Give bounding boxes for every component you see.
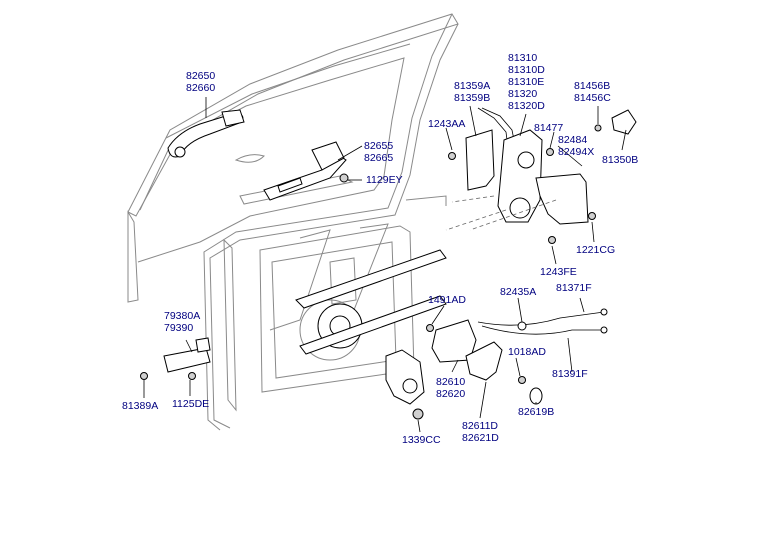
bolt-1243fe (548, 236, 556, 244)
part-number: 81310D (508, 64, 545, 76)
outside-handle-part (167, 109, 245, 158)
part-number: 82665 (364, 152, 394, 164)
part-number: 1125DE (172, 398, 210, 410)
screw-81477 (546, 148, 554, 156)
part-number: 1491AD (428, 294, 466, 306)
label-81350b[interactable]: 81350B (602, 154, 638, 166)
part-number: 81477 (534, 122, 564, 134)
bolt-81389a (140, 372, 148, 380)
leader-lines (143, 97, 627, 433)
part-number: 1243AA (428, 118, 466, 130)
label-1491ad[interactable]: 1491AD (428, 294, 466, 306)
door-check-part (163, 337, 211, 373)
label-1129ey[interactable]: 1129EY (366, 174, 403, 186)
label-81477[interactable]: 81477 (534, 122, 563, 134)
part-number: 81320 (508, 88, 538, 100)
part-number: 1129EY (366, 174, 403, 186)
screw-1491ad (426, 324, 434, 332)
label-81310[interactable]: 81310 81310D 81310E 81320 81320D (508, 52, 545, 112)
part-number: 82611D (462, 420, 499, 432)
label-82484[interactable]: 82484 82494X (558, 134, 594, 158)
part-number: 82484 (558, 134, 588, 146)
label-82611d[interactable]: 82611D 82621D (462, 420, 499, 444)
cap-82619b (529, 387, 543, 405)
part-number: 81350B (602, 154, 639, 166)
part-number: 82655 (364, 140, 394, 152)
label-1018ad[interactable]: 1018AD (508, 346, 546, 358)
part-number: 82435A (500, 286, 537, 298)
label-82655[interactable]: 82655 82665 (364, 140, 393, 164)
part-number: 82610 (436, 376, 466, 388)
label-82619b[interactable]: 82619B (518, 406, 554, 418)
part-number: 82650 (186, 70, 216, 82)
inside-handle-part (431, 319, 503, 381)
label-1243aa[interactable]: 1243AA (428, 118, 465, 130)
window-regulator-part (295, 249, 447, 355)
label-81456b[interactable]: 81456B 81456C (574, 80, 611, 104)
part-number: 81456B (574, 80, 611, 92)
screw-1129ey (339, 173, 349, 183)
part-number: 81359B (454, 92, 491, 104)
cable-81391f (481, 325, 604, 335)
part-number: 81391F (552, 368, 588, 380)
part-number: 82621D (462, 432, 499, 444)
label-81391f[interactable]: 81391F (552, 368, 588, 380)
label-82435a[interactable]: 82435A (500, 286, 536, 298)
label-82650[interactable]: 82650 82660 (186, 70, 215, 94)
part-number: 79380A (164, 310, 201, 322)
part-number: 81389A (122, 400, 159, 412)
part-number: 79390 (164, 322, 194, 334)
bolt-1125de (188, 372, 196, 380)
part-number: 82619B (518, 406, 555, 418)
part-number: 1221CG (576, 244, 616, 256)
label-1243fe[interactable]: 1243FE (540, 266, 577, 278)
label-81371f[interactable]: 81371F (556, 282, 592, 294)
cable-81371f (477, 311, 605, 326)
screw-81456b (594, 124, 602, 132)
label-79380a[interactable]: 79380A 79390 (164, 310, 200, 334)
part-number: 81456C (574, 92, 611, 104)
label-1221cg[interactable]: 1221CG (576, 244, 615, 256)
bolt-1339cc (412, 408, 424, 420)
screw-1018ad (518, 376, 526, 384)
label-1125de[interactable]: 1125DE (172, 398, 209, 410)
dashed-guides (445, 195, 557, 231)
part-number: 1339CC (402, 434, 441, 446)
striker-81350b (611, 109, 637, 135)
handle-bracket-part (263, 141, 347, 201)
door-latch-part (497, 129, 589, 225)
label-82610[interactable]: 82610 82620 (436, 376, 465, 400)
part-number: 81310E (508, 76, 545, 88)
part-number: 82660 (186, 82, 216, 94)
part-number: 82494X (558, 146, 595, 158)
part-number: 81359A (454, 80, 491, 92)
label-1339cc[interactable]: 1339CC (402, 434, 441, 446)
part-number: 82620 (436, 388, 466, 400)
bracket-81359a (465, 129, 495, 191)
part-number: 81310 (508, 52, 538, 64)
part-number: 81371F (556, 282, 592, 294)
window-motor-part (385, 349, 425, 405)
part-number: 81320D (508, 100, 545, 112)
bolt-1221cg (588, 212, 596, 220)
part-number: 1018AD (508, 346, 546, 358)
bolt-1243aa (448, 152, 456, 160)
label-81359a[interactable]: 81359A 81359B (454, 80, 490, 104)
label-81389a[interactable]: 81389A (122, 400, 158, 412)
part-number: 1243FE (540, 266, 577, 278)
